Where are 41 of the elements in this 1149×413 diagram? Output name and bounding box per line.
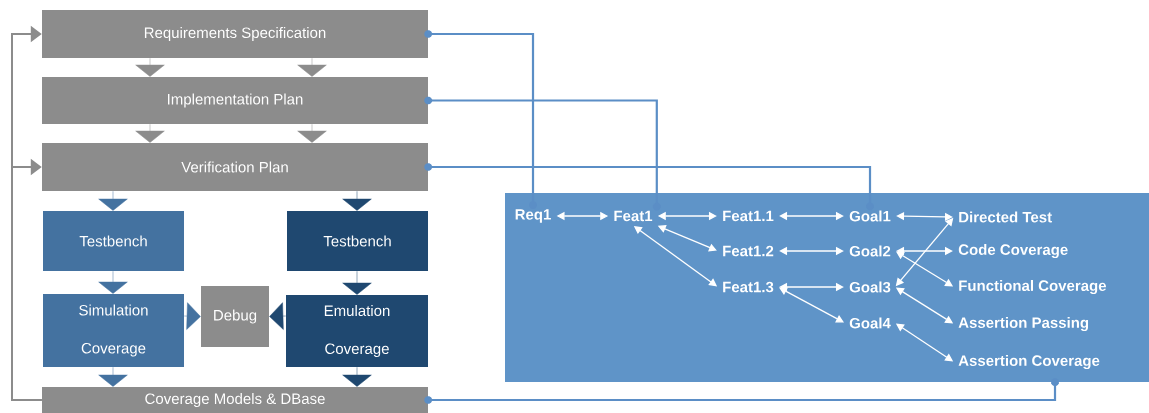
process-box: Coverage Models & DBase (42, 387, 428, 413)
item-label: Assertion Coverage (958, 355, 1100, 370)
double-arrow (779, 246, 844, 256)
item-label: Goal3 (849, 281, 891, 293)
connector-line (424, 30, 537, 209)
emulation-box: Emulation Coverage (286, 295, 428, 367)
simulation-box: Simulation Coverage (43, 294, 184, 367)
arrow (269, 302, 287, 330)
arrow (135, 57, 165, 77)
arrow (342, 270, 372, 295)
connector-line (424, 96, 661, 211)
double-arrow (896, 246, 953, 256)
arrow (342, 366, 372, 387)
connector-line (424, 378, 1059, 404)
arrow (98, 366, 128, 387)
double-arrow (779, 282, 844, 292)
item-label: Feat1.1 (723, 210, 774, 222)
arrow (98, 270, 128, 294)
arrow (135, 123, 165, 143)
arrow (297, 57, 327, 77)
arrow (297, 123, 327, 143)
item-label: Goal2 (849, 245, 891, 257)
item-label: Feat1 (614, 210, 653, 222)
arrow (183, 302, 201, 330)
process-box: Requirements Specification (42, 10, 428, 58)
arrow (98, 190, 128, 211)
panel (505, 193, 1149, 382)
item-label: Feat1.2 (723, 245, 774, 257)
item-label: Goal1 (849, 210, 891, 222)
item-label: Functional Coverage (959, 280, 1107, 295)
connector-line (424, 163, 874, 211)
feedback-arrow (11, 158, 43, 401)
item-label: Feat1.3 (723, 281, 774, 293)
arrow (342, 190, 372, 211)
item-label: Directed Test (959, 211, 1052, 223)
debug-box: Debug (201, 286, 269, 347)
item-label: Req1 (515, 209, 551, 223)
double-arrow (779, 211, 844, 221)
item-label: Code Coverage (958, 244, 1068, 259)
item-label: Assertion Passing (958, 317, 1089, 332)
item-label: Goal4 (849, 317, 891, 329)
